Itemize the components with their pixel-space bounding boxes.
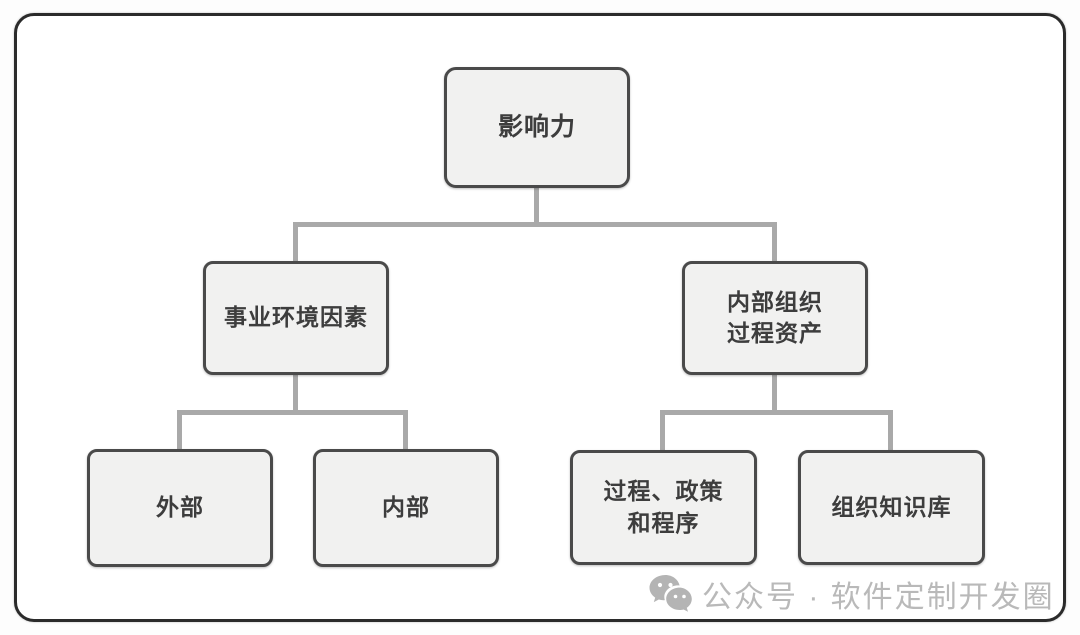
connector-root-stem [534,186,539,227]
node-enterprise-environmental-factors: 事业环境因素 [203,261,389,375]
node-organizational-process-assets: 内部组织 过程资产 [682,261,868,375]
connector-to-internal [403,410,408,452]
node-internal-label: 内部 [382,494,430,521]
node-external-label: 外部 [156,494,204,521]
node-organizational-knowledge-base: 组织知识库 [798,450,985,565]
wechat-icon [648,573,694,615]
connector-to-okb [888,410,893,453]
connector-eef-stem [293,374,298,415]
node-influence-label: 影响力 [497,112,576,141]
connector-to-eef [293,222,298,264]
connector-level2-crossbar [293,222,777,227]
node-external: 外部 [87,449,273,567]
connector-opa-stem [772,374,777,415]
watermark-text: 公众号 · 软件定制开发圈 [702,581,1055,614]
connector-eef-crossbar [177,410,408,415]
watermark: 公众号 · 软件定制开发圈 [648,572,1055,616]
node-ppp-label: 过程、政策 和程序 [603,478,724,536]
node-eef-label: 事业环境因素 [224,304,368,331]
node-internal: 内部 [313,449,499,567]
connector-to-opa [772,222,777,264]
node-influence: 影响力 [444,67,630,188]
node-okb-label: 组织知识库 [831,493,952,520]
connector-to-external [177,410,182,452]
connector-to-ppp [660,410,665,453]
connector-opa-crossbar [660,410,893,415]
node-processes-policies-procedures: 过程、政策 和程序 [570,450,757,565]
node-opa-label: 内部组织 过程资产 [727,288,823,346]
